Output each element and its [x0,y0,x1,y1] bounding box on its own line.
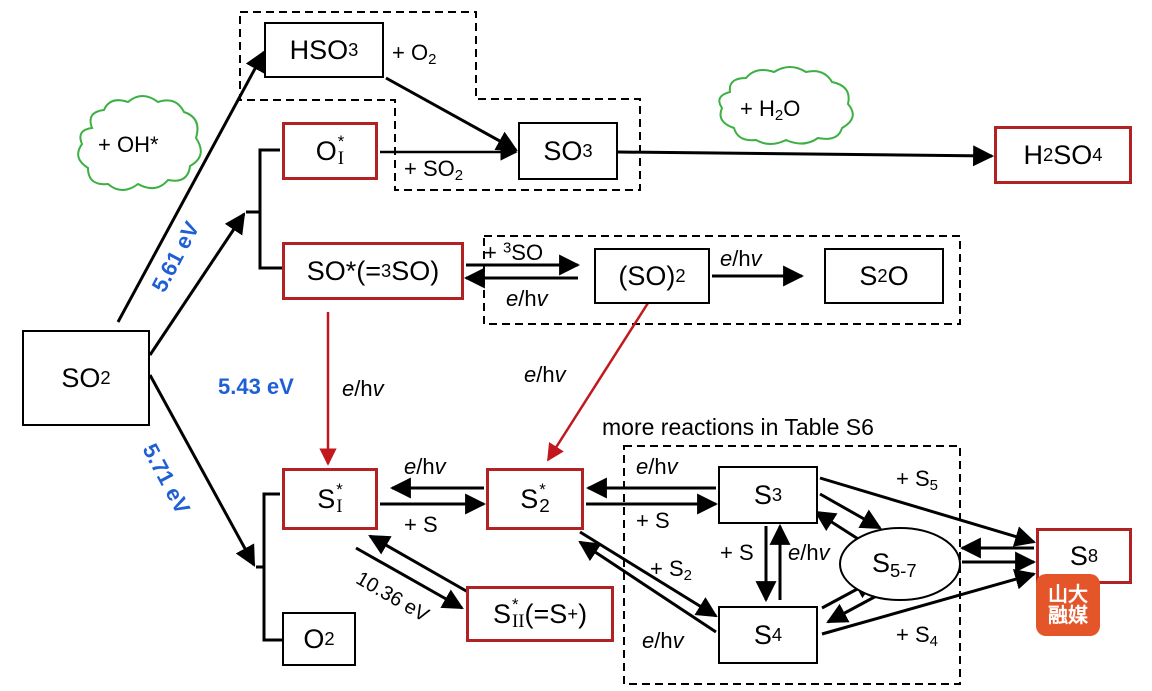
watermark-line-2: 融媒 [1048,603,1088,627]
plus-oh-label: + OH* [98,134,159,156]
s5-7-label: S5-7 [872,548,917,582]
e-hv-label-s1: e/hv [404,454,446,479]
s2-star-node: S*2 [486,468,584,530]
plus-o2-label: + O2 [392,40,437,69]
e-hv-label-so-back: e/hv [506,286,548,311]
e-hv-label-s2o: e/hv [720,246,762,271]
s5-7-node [839,527,961,601]
e-hv-label-dimer-red: e/hv [524,362,566,387]
o-star-node: O*I [282,122,378,180]
energy-543-label: 5.43 eV [218,374,294,399]
plus-oh-text: + OH* [98,132,159,157]
e-hv-label-s4s3: e/hv [788,540,830,565]
so-dimer-node: (SO)2 [594,248,710,304]
plus-so2-label: + SO2 [404,156,464,185]
e-hv-label-s4: e/hv [642,628,684,653]
plus-s2-label: + S2 [650,556,692,585]
more-reactions-label: more reactions in Table S6 [602,414,874,440]
sII-star-node: S*II(=S+) [466,586,614,642]
plus-s-label-s3s4: + S [720,540,754,565]
cloud-h2o [718,66,854,145]
plus-s-label-s1: + S [404,512,438,537]
s1-star-node: S*I [282,468,378,530]
plus-s4-label: + S4 [896,622,938,651]
watermark-logo: 山大 融媒 [1036,574,1100,636]
cloud-oh [77,95,202,191]
e-hv-label-so-red: e/hv [342,376,384,401]
plus-3so-label: + 3SO [484,239,544,265]
plus-s-label-s3: + S [636,508,670,533]
e-hv-label-s3: e/hv [636,454,678,479]
plus-s5-label: + S5 [896,466,938,495]
watermark-line-1: 山大 [1048,582,1088,606]
plus-h2o-label: + H2O [740,96,801,125]
dashed-group-hso3-so3 [239,11,641,191]
